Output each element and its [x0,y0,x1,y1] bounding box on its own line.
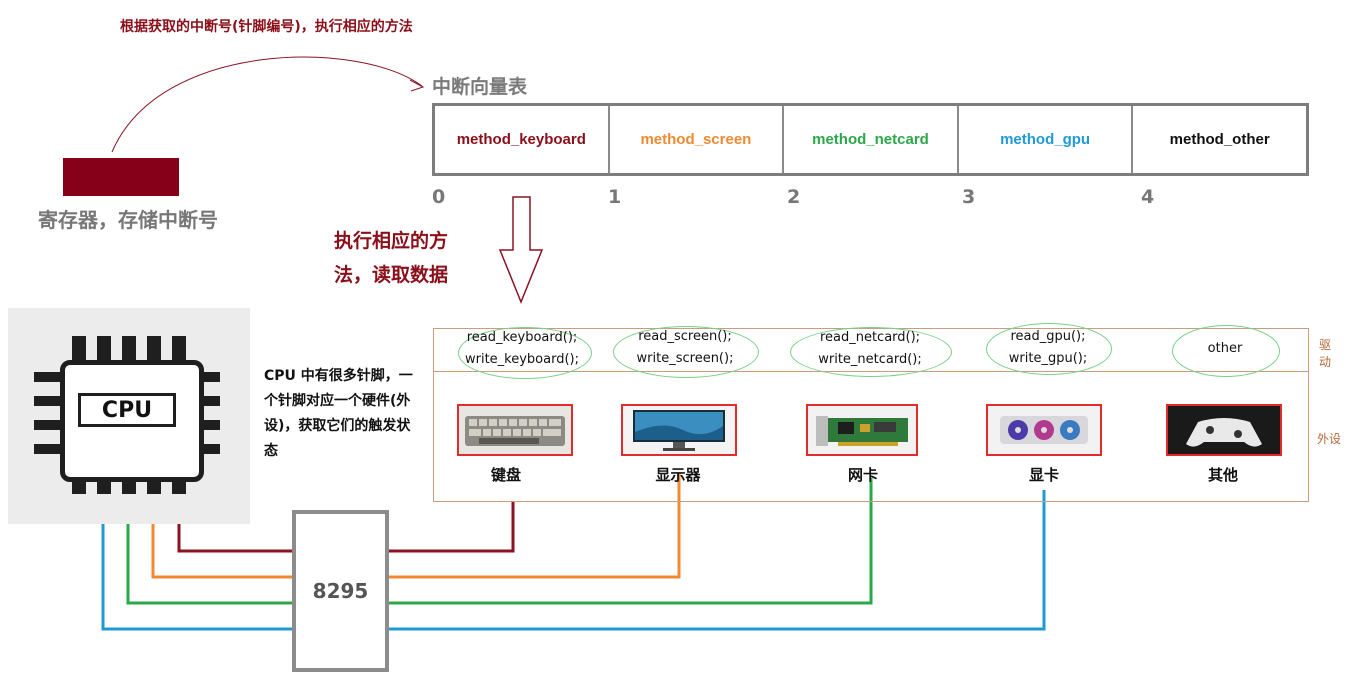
driver-read: read_gpu(); [1010,329,1086,344]
down-arrow [498,196,544,305]
cpu-pin [172,336,186,362]
interrupt-vector-table: method_keyboard method_screen method_net… [432,103,1309,176]
ivt-entry: method_other [1169,131,1270,148]
cpu-pin [34,396,62,406]
cpu-pin [122,336,136,362]
driver-write: write_netcard(); [818,352,922,367]
ivt-index: 1 [608,186,622,208]
register-box [63,158,179,196]
cpu-pin [34,444,62,454]
curved-arrow [111,56,423,153]
driver-write: write_keyboard(); [464,352,579,367]
cpu-label: CPU [78,393,176,427]
ivt-index: 4 [1141,186,1155,208]
monitor-photo-icon [621,404,737,456]
wire-gpu [101,490,1046,631]
driver-write: write_gpu(); [1008,351,1088,366]
driver-write: write_screen(); [636,351,734,366]
ivt-entry: method_netcard [784,106,959,173]
cpu-pin [192,420,220,430]
cpu-pin [97,336,111,362]
cpu-pin [72,336,86,362]
device-name: 显卡 [1028,466,1059,484]
driver-oval [790,327,952,377]
wire-screen [151,472,681,579]
device-name: 其他 [1207,466,1238,484]
ivt-index: 3 [962,186,976,208]
cpu-pin [192,444,220,454]
cpu-description: CPU 中有很多针脚，一个针脚对应一个硬件(外设)，获取它们的触发状态 [264,368,413,459]
driver-read: read_keyboard(); [466,330,578,345]
cpu-pin [34,420,62,430]
driver-oval [1172,325,1280,377]
cpu-pin [192,396,220,406]
ivt-title: 中断向量表 [432,76,528,98]
cpu-pin [147,336,161,362]
network-card-photo-icon [806,404,918,456]
driver-oval [458,327,592,379]
game-controller-photo-icon [1166,404,1282,456]
ivt-entry: method_keyboard [435,106,610,173]
driver-other: other [1207,341,1243,356]
curved-arrow-head [409,79,425,92]
ivt-entry: method_gpu [959,106,1134,173]
keyboard-photo-icon [457,404,573,456]
top-note: 根据获取的中断号(针脚编号)，执行相应的方法 [120,19,413,35]
driver-oval [986,323,1112,375]
ivt-index: 2 [787,186,801,208]
ivt-entry: method_screen [610,106,785,173]
device-name: 显示器 [655,466,701,484]
peripheral-label: 外设 [1316,432,1341,446]
driver-functions: read_screen(); write_screen(); [613,326,757,370]
device-name: 键盘 [490,466,521,484]
exec-note: 执行相应的方法，读取数据 [334,230,449,286]
driver-functions: read_netcard(); write_netcard(); [790,327,950,371]
device-name: 网卡 [847,466,878,484]
driver-read: read_netcard(); [819,330,921,345]
driver-functions: read_keyboard(); write_keyboard(); [452,327,592,371]
driver-oval [613,326,759,378]
ivt-index: 0 [432,186,446,208]
graphics-card-photo-icon [986,404,1102,456]
interrupt-controller-8295: 8295 [292,510,389,672]
register-label: 寄存器，存储中断号 [38,208,218,232]
cpu-pin [34,372,62,382]
driver-functions: read_gpu(); write_gpu(); [986,326,1110,370]
driver-label: 驱动 [1318,338,1331,369]
driver-read: read_screen(); [638,329,732,344]
cpu-pin [192,372,220,382]
wire-netcard [126,478,873,605]
controller-label: 8295 [312,579,369,603]
